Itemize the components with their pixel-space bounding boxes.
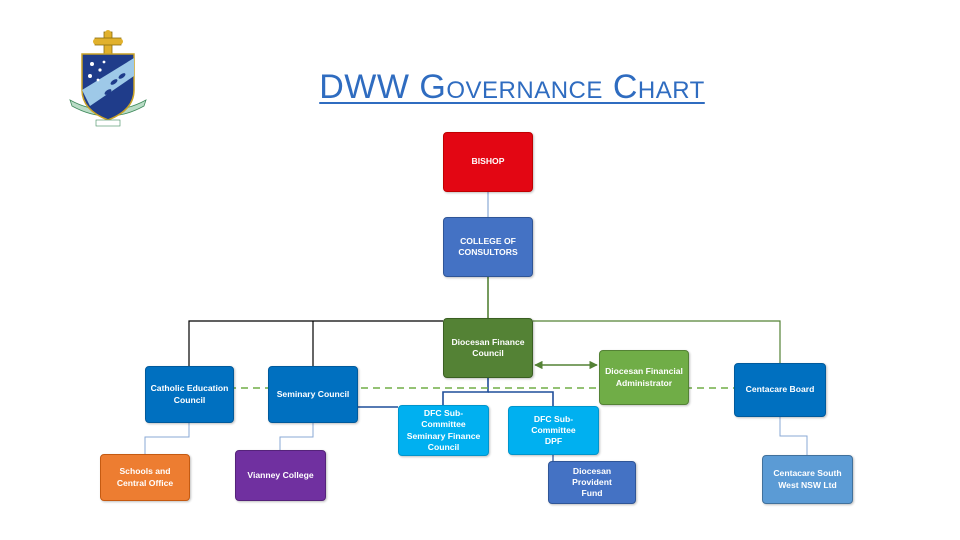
shield-icon [81, 53, 135, 121]
page-title: DWW Governance Chart [319, 68, 705, 106]
node-label: BISHOP [471, 156, 505, 167]
node-label: Diocesan Provident Fund [572, 465, 612, 499]
connector-seminary-vianney [279, 423, 314, 450]
fish-icon [104, 73, 126, 95]
node-diocesan-financial-administrator[interactable]: Diocesan Financial Administrator [599, 350, 689, 405]
node-centacare-south-west[interactable]: Centacare South West NSW Ltd [762, 455, 853, 504]
connector-finance-centacare [533, 320, 781, 363]
node-dfc-dpf[interactable]: DFC Sub-Committee DPF [508, 406, 599, 455]
node-catholic-education-council[interactable]: Catholic Education Council [145, 366, 234, 423]
motto-scroll [95, 119, 121, 127]
diocese-crest-logo [69, 30, 147, 127]
node-label: COLLEGE OF CONSULTORS [458, 235, 518, 257]
node-diocesan-finance-council[interactable]: Diocesan Finance Council [443, 318, 533, 378]
node-label: DFC Sub-Committee Seminary Finance Counc… [406, 408, 481, 452]
node-label: Vianney College [247, 469, 314, 480]
node-dfc-seminary-finance-council[interactable]: DFC Sub-Committee Seminary Finance Counc… [398, 405, 489, 456]
connector-catholic-schools [144, 423, 190, 454]
node-label: Catholic Education Council [150, 383, 229, 405]
stars-icon [88, 60, 106, 82]
node-label: Diocesan Financial Administrator [605, 366, 683, 388]
node-schools-central-office[interactable]: Schools and Central Office [100, 454, 190, 501]
node-label: DFC Sub-Committee DPF [531, 413, 576, 447]
node-college-of-consultors[interactable]: COLLEGE OF CONSULTORS [443, 217, 533, 277]
connector-finance-subcommittees [442, 378, 489, 405]
node-bishop[interactable]: BISHOP [443, 132, 533, 192]
node-diocesan-provident-fund[interactable]: Diocesan Provident Fund [548, 461, 636, 504]
node-label: Schools and Central Office [116, 466, 174, 488]
connector-finance-left [188, 320, 443, 366]
node-vianney-college[interactable]: Vianney College [235, 450, 326, 501]
node-label: Diocesan Finance Council [451, 336, 525, 358]
node-seminary-council[interactable]: Seminary Council [268, 366, 358, 423]
connector-centacare-south-west [779, 417, 808, 455]
cross-icon [93, 30, 123, 55]
node-label: Centacare Board [745, 384, 815, 395]
connector-finance-dpf [488, 391, 554, 406]
node-centacare-board[interactable]: Centacare Board [734, 363, 826, 417]
node-label: Centacare South West NSW Ltd [773, 468, 842, 490]
node-label: Seminary Council [276, 388, 350, 399]
